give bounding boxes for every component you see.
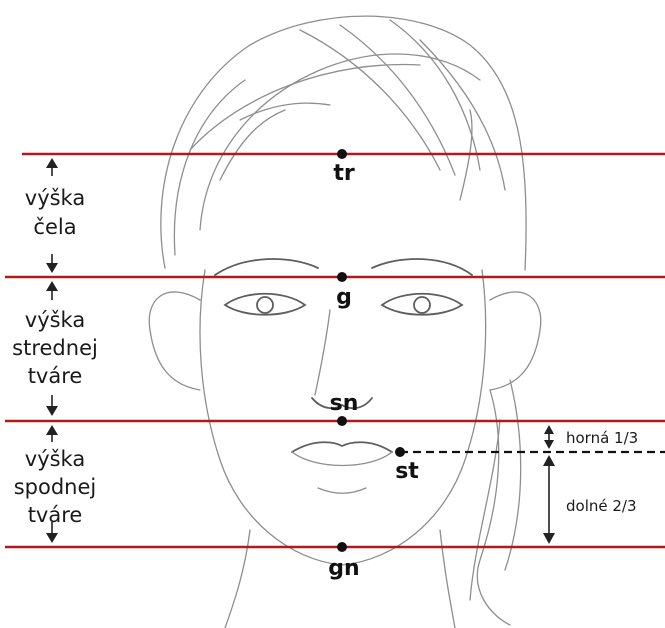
- lowerface-label-line2: spodnej: [14, 475, 97, 499]
- point-st: [395, 447, 405, 457]
- forehead-label-line1: výška: [25, 186, 85, 210]
- section-labels: výška čela výška strednej tváre výška sp…: [12, 186, 98, 527]
- lower-two-thirds-label: dolné 2/3: [566, 497, 637, 515]
- split-labels: horná 1/3 dolné 2/3: [566, 429, 638, 515]
- midface-label-line1: výška: [25, 308, 85, 332]
- reference-lines: [5, 154, 665, 547]
- point-g: [337, 272, 347, 282]
- forehead-label-line2: čela: [33, 215, 76, 239]
- label-st: st: [395, 459, 419, 484]
- right-arrows: [543, 425, 555, 544]
- landmark-labels: tr g sn st gn: [328, 161, 419, 581]
- point-tr: [337, 149, 347, 159]
- label-g: g: [336, 285, 352, 310]
- landmark-points: [337, 149, 405, 552]
- point-gn: [337, 542, 347, 552]
- label-gn: gn: [328, 556, 359, 581]
- point-sn: [337, 416, 347, 426]
- label-tr: tr: [333, 161, 355, 186]
- label-sn: sn: [330, 391, 359, 416]
- face-sketch: [149, 16, 541, 628]
- lowerface-label-line1: výška: [25, 447, 85, 471]
- lowerface-label-line3: tváre: [28, 503, 83, 527]
- midface-label-line2: strednej: [12, 336, 98, 360]
- upper-third-label: horná 1/3: [566, 429, 638, 447]
- midface-label-line3: tváre: [28, 364, 83, 388]
